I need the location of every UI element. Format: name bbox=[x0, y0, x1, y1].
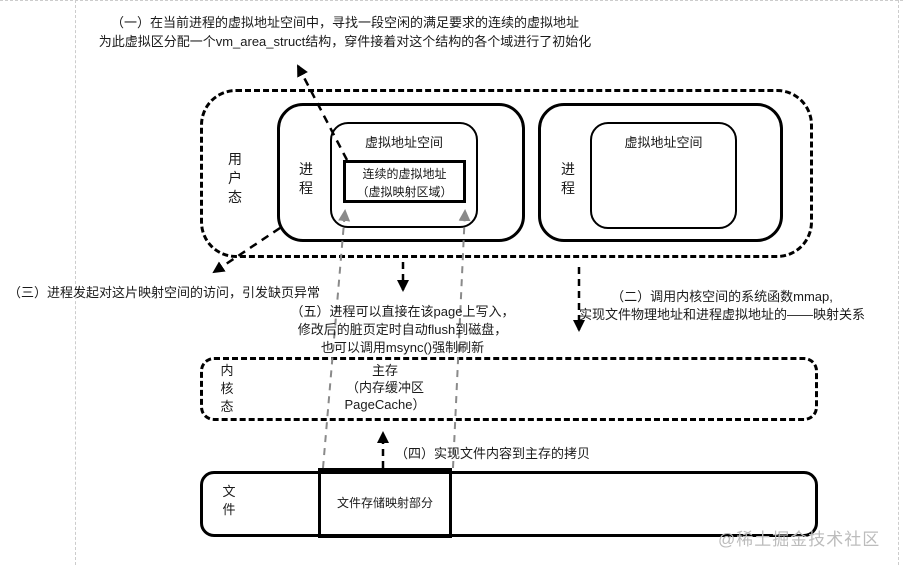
annotation-step5-line3: 也可以调用msync()强制刷新 bbox=[320, 340, 485, 355]
main-memory-line1: 主存 bbox=[371, 363, 398, 378]
annotation-step2-line2: 实现文件物理地址和进程虚拟地址的——映射关系 bbox=[578, 307, 865, 322]
vas2-box: 虚拟地址空间 bbox=[590, 122, 737, 229]
watermark: @稀土掘金技术社区 bbox=[718, 530, 881, 549]
process1-box bbox=[277, 103, 525, 242]
page-guide-horizontal bbox=[0, 0, 903, 1]
kernel-mode-container bbox=[200, 357, 818, 421]
annotation-step4: （四）实现文件内容到主存的拷贝 bbox=[395, 446, 591, 461]
process2-label: 进程 bbox=[561, 161, 575, 196]
annotation-step1-line1: （一）在当前进程的虚拟地址空间中，寻找一段空闲的满足要求的连续的虚拟地址 bbox=[110, 15, 579, 30]
page-guide-vertical-left bbox=[75, 0, 76, 565]
file-box bbox=[200, 471, 818, 537]
annotation-step1: （一）在当前进程的虚拟地址空间中，寻找一段空闲的满足要求的连续的虚拟地址 为此虚… bbox=[85, 13, 605, 51]
vas1-box: 虚拟地址空间 bbox=[330, 122, 478, 228]
annotation-step3: （三）进程发起对这片映射空间的访问，引发缺页异常 bbox=[8, 285, 321, 300]
user-mode-label: 用户态 bbox=[228, 151, 242, 205]
annotation-step2: （二）调用内核空间的系统函数mmap, 实现文件物理地址和进程虚拟地址的——映射… bbox=[563, 288, 881, 324]
vas2-title: 虚拟地址空间 bbox=[624, 135, 703, 150]
page-guide-vertical-right bbox=[898, 0, 899, 565]
mapped-region-box: 连续的虚拟地址 （虚拟映射区域） bbox=[343, 160, 466, 203]
mapped-region-line1: 连续的虚拟地址 bbox=[362, 167, 447, 181]
annotation-step5-line1: （五）进程可以直接在该page上写入， bbox=[290, 304, 515, 319]
kernel-mode-label: 内核态 bbox=[220, 363, 234, 414]
file-mapped-part-label: 文件存储映射部分 bbox=[336, 496, 433, 510]
annotation-step2-line1: （二）调用内核空间的系统函数mmap, bbox=[611, 289, 833, 304]
file-label: 文件 bbox=[222, 484, 236, 517]
process1-label: 进程 bbox=[299, 161, 313, 196]
annotation-step5: （五）进程可以直接在该page上写入， 修改后的脏页定时自动flush到磁盘， … bbox=[270, 303, 535, 357]
mapped-region-line2: （虚拟映射区域） bbox=[356, 185, 453, 199]
main-memory-line3: PageCache） bbox=[344, 397, 426, 412]
annotation-step1-line2: 为此虚拟区分配一个vm_area_struct结构，穿件接着对这个结构的各个域进… bbox=[98, 34, 592, 49]
user-mode-container bbox=[200, 89, 813, 258]
file-mapped-part-box: 文件存储映射部分 bbox=[318, 468, 452, 538]
vas1-title: 虚拟地址空间 bbox=[364, 135, 443, 150]
main-memory-line2: （内存缓冲区 bbox=[345, 380, 424, 395]
annotation-step5-line2: 修改后的脏页定时自动flush到磁盘， bbox=[297, 322, 508, 337]
main-memory-label: 主存 （内存缓冲区 PageCache） bbox=[305, 362, 465, 413]
process2-box bbox=[538, 103, 783, 242]
